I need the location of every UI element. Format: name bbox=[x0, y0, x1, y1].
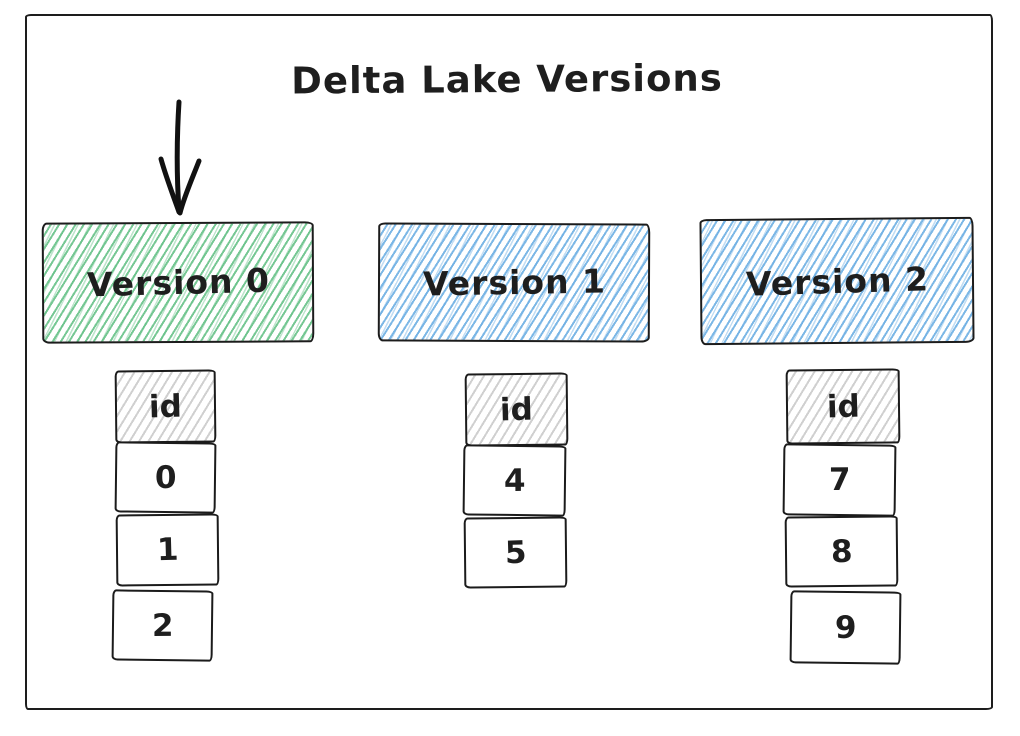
id-table-2: id 7 8 9 bbox=[782, 368, 905, 669]
table-cell: 8 bbox=[784, 515, 899, 588]
table-cell-text: 5 bbox=[504, 534, 527, 571]
table-cell-text: 7 bbox=[828, 461, 851, 499]
table-header-cell: id bbox=[114, 369, 217, 444]
table-header-text: id bbox=[499, 391, 534, 428]
table-cell-text: 2 bbox=[151, 607, 174, 644]
table-cell: 7 bbox=[782, 443, 897, 517]
canvas-frame bbox=[25, 14, 993, 710]
version-box-0: Version 0 bbox=[41, 221, 315, 344]
table-cell: 4 bbox=[462, 444, 567, 517]
table-header-cell: id bbox=[785, 368, 901, 445]
table-header-text: id bbox=[826, 388, 860, 425]
version-label: Version 1 bbox=[422, 261, 606, 304]
version-label: Version 2 bbox=[744, 258, 930, 304]
version-label: Version 0 bbox=[86, 260, 270, 305]
diagram-title: Delta Lake Versions bbox=[291, 56, 723, 103]
version-box-1: Version 1 bbox=[377, 222, 651, 343]
table-cell-text: 0 bbox=[154, 459, 177, 496]
id-table-0: id 0 1 2 bbox=[111, 369, 224, 670]
version-box-2: Version 2 bbox=[699, 216, 975, 346]
table-cell-text: 1 bbox=[156, 531, 179, 569]
id-table-1: id 4 5 bbox=[462, 372, 573, 597]
table-cell-text: 9 bbox=[834, 609, 857, 646]
table-header-text: id bbox=[148, 388, 183, 425]
table-cell: 1 bbox=[115, 513, 220, 587]
table-cell: 9 bbox=[789, 590, 902, 665]
table-cell: 2 bbox=[111, 589, 214, 662]
table-cell-text: 4 bbox=[503, 462, 526, 499]
table-cell: 5 bbox=[463, 516, 568, 589]
table-cell-text: 8 bbox=[830, 533, 853, 570]
table-header-cell: id bbox=[464, 372, 569, 447]
down-arrow-icon bbox=[158, 99, 202, 216]
table-cell: 0 bbox=[114, 441, 217, 514]
